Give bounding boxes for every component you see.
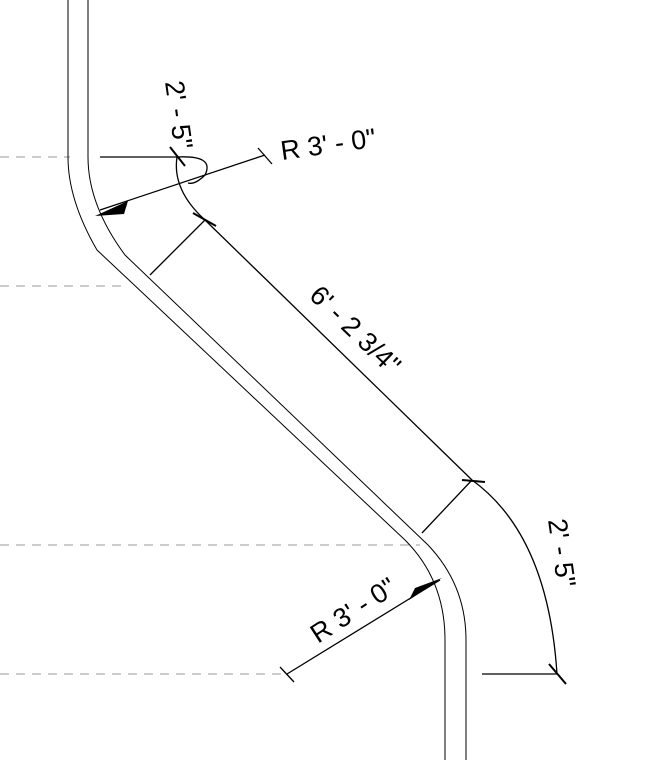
straight-extension-bottom: [421, 479, 473, 534]
straight-length-label: 6' - 2 3/4": [304, 280, 407, 381]
pipe-outline: [67, 0, 467, 760]
top-arc-dimension: 2' - 5": [100, 79, 208, 221]
bottom-arc-dimension: 2' - 5": [471, 479, 581, 685]
top-radius-dimension: R 3' - 0": [95, 123, 378, 216]
pipe-edge-left: [67, 0, 446, 760]
straight-dim-line: [204, 219, 473, 481]
top-arc-dim-line: [175, 156, 206, 221]
top-radius-arrowhead: [95, 201, 128, 216]
straight-dimension: 6' - 2 3/4": [149, 212, 486, 534]
bottom-arc-dim-line: [471, 479, 558, 675]
bottom-radius-arrowhead: [409, 578, 442, 600]
straight-tick-top: [192, 212, 217, 227]
bottom-radius-tick: [279, 666, 295, 683]
bottom-radius-label: R 3' - 0": [305, 572, 402, 649]
bottom-tick: [548, 663, 567, 685]
straight-extension-top: [149, 219, 206, 276]
top-radius-label: R 3' - 0": [279, 123, 378, 166]
top-radius-tick: [257, 147, 273, 165]
top-radius-line: [99, 154, 266, 211]
bottom-arc-length-label: 2' - 5": [542, 517, 581, 589]
pipe-edge-right: [87, 0, 467, 760]
top-arc-length-label: 2' - 5": [159, 79, 198, 151]
top-tick-1: [169, 146, 186, 167]
reference-lines: [0, 156, 420, 675]
bottom-radius-dimension: R 3' - 0": [279, 572, 442, 683]
